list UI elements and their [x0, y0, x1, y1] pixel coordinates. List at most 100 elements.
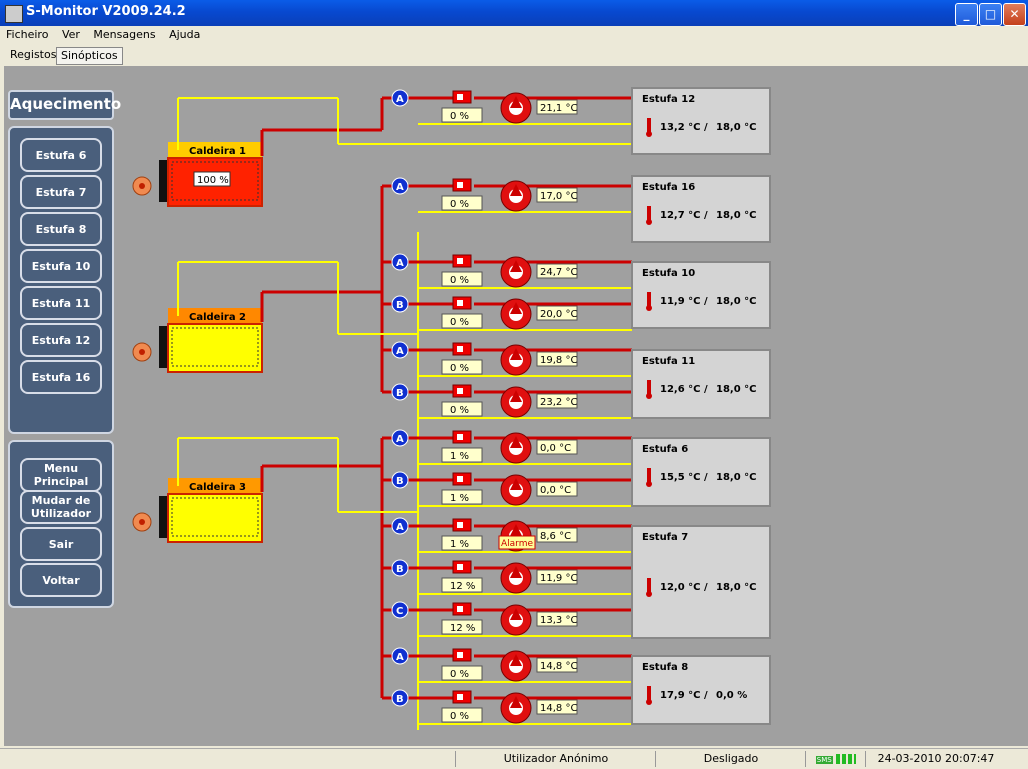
nav-estufa-6-button[interactable]: Estufa 6 — [20, 138, 102, 172]
status-datetime: 24-03-2010 20:07:47 — [865, 751, 1006, 767]
menu-ficheiro[interactable]: Ficheiro — [6, 28, 49, 41]
greenhouse-box[interactable] — [631, 261, 771, 329]
pump-a-icon[interactable] — [391, 517, 409, 535]
pump-b-icon[interactable] — [391, 383, 409, 401]
nav-estufa-8-button[interactable]: Estufa 8 — [20, 212, 102, 246]
greenhouse-name: Estufa 6 — [642, 444, 688, 455]
boiler-body[interactable] — [167, 323, 263, 373]
action-label: Voltar — [42, 573, 80, 587]
pump-b-icon[interactable] — [391, 559, 409, 577]
pump-a-icon[interactable] — [391, 647, 409, 665]
nav-estufa-7-button[interactable]: Estufa 7 — [20, 175, 102, 209]
boiler-header — [168, 478, 262, 494]
menu-ajuda[interactable]: Ajuda — [169, 28, 201, 41]
valve-value: 0 % — [450, 275, 469, 286]
greenhouse-box[interactable] — [631, 175, 771, 243]
valve-value: 1 % — [450, 493, 469, 504]
signal-icon — [836, 754, 857, 764]
pump-b-icon[interactable] — [391, 295, 409, 313]
greenhouse-box[interactable] — [631, 349, 771, 419]
circuit-temp: 14,8 °C — [540, 703, 577, 714]
greenhouse-reading: 12,7 °C — [660, 210, 701, 221]
valve-window — [457, 182, 463, 188]
boiler-name: Caldeira 2 — [189, 312, 246, 323]
greenhouse-separator: / — [704, 582, 708, 593]
circuit-temp-box — [536, 351, 578, 367]
pump-letter: A — [396, 182, 404, 193]
valve-value: 0 % — [450, 711, 469, 722]
status-user: Utilizador Anónimo — [455, 751, 656, 767]
minimize-button[interactable]: _ — [955, 3, 978, 26]
pump-letter: A — [396, 258, 404, 269]
sair-button[interactable]: Sair — [20, 527, 102, 561]
valve-value: 1 % — [450, 539, 469, 550]
voltar-button[interactable]: Voltar — [20, 563, 102, 597]
greenhouse-setpoint: 18,0 °C — [716, 384, 757, 395]
boiler-body[interactable] — [167, 493, 263, 543]
pump-c-icon[interactable] — [391, 601, 409, 619]
pump-a-icon[interactable] — [391, 253, 409, 271]
pump-a-icon[interactable] — [391, 341, 409, 359]
greenhouse-reading: 15,5 °C — [660, 472, 701, 483]
thermometer-icon — [647, 118, 651, 132]
app-icon — [5, 5, 23, 23]
nav-estufa-11-button[interactable]: Estufa 11 — [20, 286, 102, 320]
pump-a-icon[interactable] — [391, 177, 409, 195]
tab-sinopticos[interactable]: Sinópticos — [56, 47, 123, 65]
valve-value-box — [441, 489, 483, 505]
boiler-door — [159, 326, 169, 368]
circuit-temp: 19,8 °C — [540, 355, 577, 366]
boiler-inner — [171, 327, 259, 367]
menu-mensagens[interactable]: Mensagens — [93, 28, 156, 41]
circuit-temp: 8,6 °C — [540, 531, 571, 542]
pump-letter: B — [396, 564, 404, 575]
circuit-temp: 17,0 °C — [540, 191, 577, 202]
circuit-temp: 0,0 °C — [540, 443, 571, 454]
greenhouse-box[interactable] — [631, 655, 771, 725]
pump-letter: B — [396, 388, 404, 399]
mudar-utilizador-button[interactable]: Mudar de Utilizador — [20, 490, 102, 524]
burner-dot-icon — [139, 349, 145, 355]
status-empty — [0, 751, 455, 767]
nav-estufa-16-button[interactable]: Estufa 16 — [20, 360, 102, 394]
pump-b-icon[interactable] — [391, 689, 409, 707]
pump-a-icon[interactable] — [391, 89, 409, 107]
valve-value-box — [441, 195, 483, 211]
action-label: Mudar de Utilizador — [30, 494, 92, 520]
tab-registos[interactable]: Registos — [10, 48, 57, 61]
circuit-temp-box — [536, 187, 578, 203]
valve-window — [457, 652, 463, 658]
nav-estufa-12-button[interactable]: Estufa 12 — [20, 323, 102, 357]
circuit-temp-box — [536, 99, 578, 115]
action-label: Menu Principal — [33, 462, 89, 488]
greenhouse-separator: / — [704, 384, 708, 395]
fan-blade — [510, 524, 522, 536]
greenhouse-box[interactable] — [631, 87, 771, 155]
fan-blade — [510, 436, 522, 448]
aquecimento-label: Aquecimento — [10, 95, 122, 113]
boiler-inner — [171, 497, 259, 537]
greenhouse-setpoint: 18,0 °C — [716, 122, 757, 133]
greenhouse-separator: / — [704, 296, 708, 307]
valve-value-box — [441, 577, 483, 593]
maximize-button[interactable]: □ — [979, 3, 1002, 26]
valve-window — [457, 434, 463, 440]
boiler-name: Caldeira 1 — [189, 146, 246, 157]
pump-a-icon[interactable] — [391, 429, 409, 447]
nav-estufa-10-button[interactable]: Estufa 10 — [20, 249, 102, 283]
greenhouse-separator: / — [704, 472, 708, 483]
pump-letter: C — [396, 606, 403, 617]
valve-value-box — [441, 401, 483, 417]
valve-window — [457, 564, 463, 570]
close-button[interactable]: ✕ — [1003, 3, 1026, 26]
circuit-temp: 13,3 °C — [540, 615, 577, 626]
pump-b-icon[interactable] — [391, 471, 409, 489]
circuit-temp: 0,0 °C — [540, 485, 571, 496]
greenhouse-name: Estufa 12 — [642, 94, 695, 105]
greenhouse-box[interactable] — [631, 525, 771, 639]
window-title: S-Monitor V2009.24.2 — [26, 4, 186, 19]
valve-value-box — [441, 271, 483, 287]
menu-ver[interactable]: Ver — [61, 28, 80, 41]
pump-letter: A — [396, 94, 404, 105]
greenhouse-box[interactable] — [631, 437, 771, 507]
